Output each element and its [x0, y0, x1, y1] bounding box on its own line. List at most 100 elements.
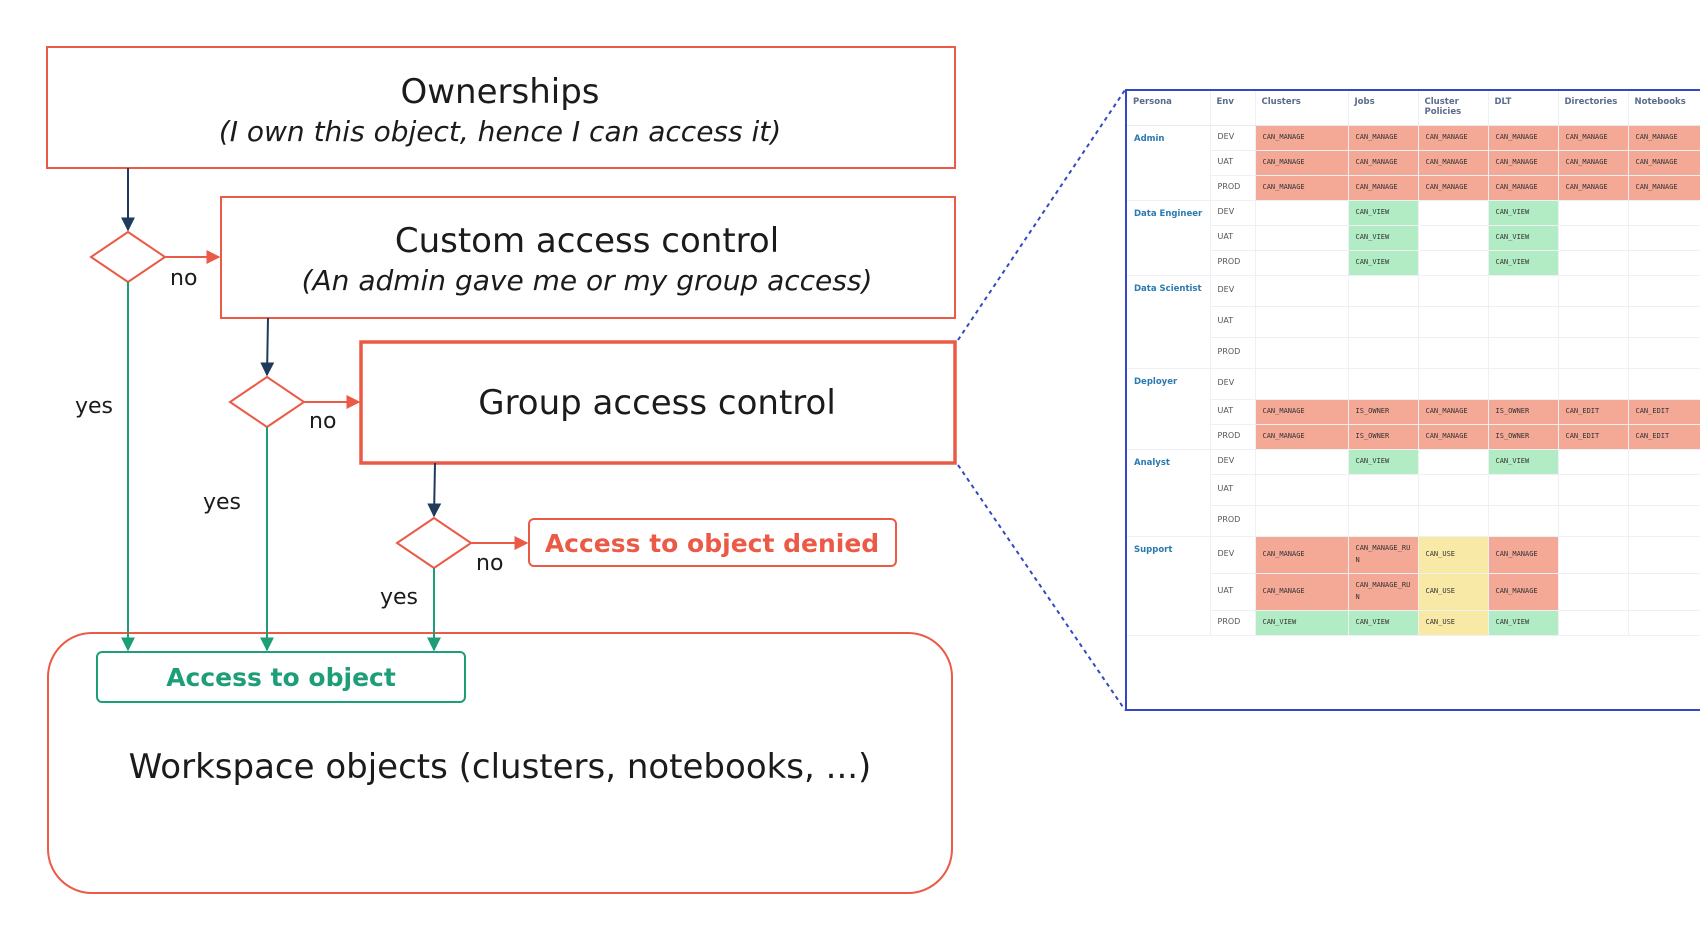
permission-cell: CAN_VIEW: [1348, 610, 1419, 636]
permission-cell: [1418, 225, 1489, 251]
matrix-column-header: Cluster Policies: [1418, 91, 1489, 126]
access-granted-box: [96, 651, 466, 703]
access-granted-label: Access to object: [166, 663, 396, 692]
persona-cell: Admin: [1127, 125, 1211, 201]
persona-cell: Analyst: [1127, 449, 1211, 537]
workspace-container: [47, 632, 953, 894]
env-cell: PROD: [1210, 610, 1256, 636]
permission-cell: [1348, 306, 1419, 338]
env-cell: DEV: [1210, 368, 1256, 400]
permission-cell: CAN_VIEW: [1488, 200, 1559, 226]
matrix-column-header: Persona: [1127, 91, 1211, 126]
zoom-connector-top: [957, 89, 1126, 341]
matrix-column-header: Jobs: [1348, 91, 1419, 126]
permission-cell: [1628, 474, 1700, 506]
permission-cell: CAN_MANAGE_RUN: [1348, 573, 1419, 611]
permission-cell: CAN_MANAGE: [1255, 175, 1349, 201]
permission-cell: [1418, 275, 1489, 307]
permission-cell: CAN_MANAGE: [1348, 175, 1419, 201]
permission-cell: CAN_MANAGE: [1418, 175, 1489, 201]
permission-cell: CAN_EDIT: [1628, 424, 1700, 450]
permission-cell: [1558, 368, 1629, 400]
permission-cell: CAN_EDIT: [1558, 399, 1629, 425]
permission-cell: [1255, 449, 1349, 475]
permission-cell: CAN_MANAGE: [1255, 150, 1349, 176]
permission-cell: [1418, 250, 1489, 276]
ownerships-subtitle: (I own this object, hence I can access i…: [219, 115, 781, 148]
permission-cell: CAN_MANAGE: [1255, 536, 1349, 574]
permission-cell: [1558, 573, 1629, 611]
permission-cell: IS_OWNER: [1348, 399, 1419, 425]
permission-cell: CAN_VIEW: [1348, 250, 1419, 276]
matrix-row: PROD: [1127, 505, 1700, 537]
permission-cell: CAN_VIEW: [1348, 449, 1419, 475]
custom-access-title: Custom access control: [395, 221, 779, 261]
persona-cell: Data Scientist: [1127, 275, 1211, 369]
permission-cell: [1488, 474, 1559, 506]
permission-cell: CAN_MANAGE: [1418, 150, 1489, 176]
permission-cell: CAN_MANAGE: [1488, 125, 1559, 151]
permission-cell: [1628, 200, 1700, 226]
permission-cell: CAN_VIEW: [1488, 250, 1559, 276]
permission-cell: CAN_MANAGE: [1255, 399, 1349, 425]
permission-cell: [1348, 474, 1419, 506]
matrix-row: PROD: [1127, 337, 1700, 369]
permission-cell: CAN_VIEW: [1488, 449, 1559, 475]
permission-cell: [1348, 275, 1419, 307]
permission-cell: CAN_USE: [1418, 573, 1489, 611]
custom-access-subtitle: (An admin gave me or my group access): [302, 264, 873, 297]
permission-cell: CAN_MANAGE_RUN: [1348, 536, 1419, 574]
env-cell: DEV: [1210, 275, 1256, 307]
matrix-column-header: Env: [1210, 91, 1256, 126]
permission-cell: [1558, 306, 1629, 338]
env-cell: PROD: [1210, 505, 1256, 537]
ownerships-box: [46, 46, 956, 169]
permission-cell: CAN_MANAGE: [1628, 125, 1700, 151]
permission-cell: [1558, 474, 1629, 506]
env-cell: UAT: [1210, 399, 1256, 425]
decision-diamond-custom: [228, 375, 306, 429]
persona-cell: Deployer: [1127, 368, 1211, 450]
matrix-row: UAT: [1127, 474, 1700, 506]
arrow-custom-to-decision: [260, 317, 275, 377]
env-cell: PROD: [1210, 175, 1256, 201]
env-cell: UAT: [1210, 573, 1256, 611]
permission-cell: [1255, 474, 1349, 506]
permission-cell: [1628, 449, 1700, 475]
label-no-3: no: [476, 551, 503, 576]
permission-cell: [1255, 306, 1349, 338]
env-cell: DEV: [1210, 125, 1256, 151]
env-cell: UAT: [1210, 150, 1256, 176]
zoom-connector-bottom: [957, 464, 1126, 711]
decision-diamond-ownership: [89, 230, 167, 284]
label-yes-3: yes: [380, 585, 418, 610]
permission-cell: [1348, 337, 1419, 369]
matrix-column-header: Notebooks: [1628, 91, 1700, 126]
permission-cell: [1418, 368, 1489, 400]
permission-cell: CAN_VIEW: [1488, 225, 1559, 251]
group-access-title: Group access control: [478, 383, 836, 423]
env-cell: PROD: [1210, 337, 1256, 369]
permission-cell: [1255, 225, 1349, 251]
permission-cell: CAN_MANAGE: [1255, 125, 1349, 151]
permission-cell: [1255, 337, 1349, 369]
permission-cell: [1255, 200, 1349, 226]
permission-cell: CAN_MANAGE: [1255, 573, 1349, 611]
workspace-label: Workspace objects (clusters, notebooks, …: [129, 747, 872, 787]
permission-cell: CAN_EDIT: [1558, 424, 1629, 450]
label-yes-1: yes: [75, 394, 113, 419]
permission-cell: CAN_USE: [1418, 536, 1489, 574]
